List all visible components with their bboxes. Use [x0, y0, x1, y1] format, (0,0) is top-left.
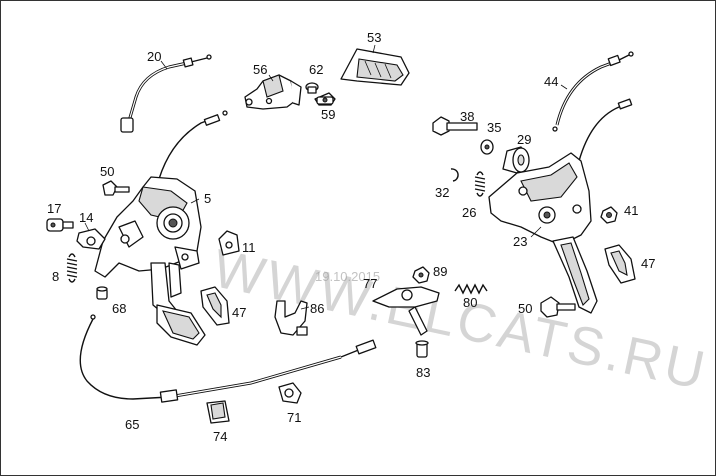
part-20-cable[interactable] [120, 54, 212, 133]
part-56-bracket[interactable] [244, 74, 302, 110]
label-50b: 50 [518, 301, 532, 316]
label-20: 20 [147, 49, 161, 64]
part-83-pin[interactable] [415, 340, 429, 358]
label-71: 71 [287, 410, 301, 425]
part-8-spring[interactable] [66, 253, 78, 283]
label-56: 56 [253, 62, 267, 77]
label-86: 86 [310, 301, 324, 316]
leader-20 [160, 60, 168, 70]
right-upper-cable [578, 100, 632, 162]
part-41-nut[interactable] [600, 206, 618, 224]
part-80-spring[interactable] [454, 283, 488, 295]
part-50-bolt-left[interactable] [102, 180, 130, 196]
label-26: 26 [462, 205, 476, 220]
leader-44 [560, 84, 568, 90]
label-23: 23 [513, 234, 527, 249]
label-74: 74 [213, 429, 227, 444]
part-44-cable[interactable] [552, 51, 634, 132]
pedal-upper-cable [158, 116, 218, 180]
part-71-clip[interactable] [278, 382, 302, 404]
label-38: 38 [460, 109, 474, 124]
label-17: 17 [47, 201, 61, 216]
leader-53 [372, 44, 376, 54]
part-53-pad[interactable] [340, 48, 410, 86]
part-62-screw[interactable] [305, 82, 319, 94]
label-8: 8 [52, 269, 59, 284]
date-stamp: 19.10.2015 [315, 269, 380, 284]
part-29-roller[interactable] [502, 146, 530, 174]
right-cable-fitting [617, 98, 633, 110]
part-35-washer[interactable] [480, 139, 494, 155]
label-77: 77 [363, 276, 377, 291]
label-62: 62 [309, 62, 323, 77]
part-86-bracket[interactable] [274, 300, 308, 336]
part-38-bolt[interactable] [432, 116, 478, 136]
label-68: 68 [112, 301, 126, 316]
label-44: 44 [544, 74, 558, 89]
label-89: 89 [433, 264, 447, 279]
label-65: 65 [125, 417, 139, 432]
leader-23 [530, 226, 542, 238]
label-50a: 50 [100, 164, 114, 179]
label-47b: 47 [641, 256, 655, 271]
part-17-switch[interactable] [46, 218, 74, 232]
label-35: 35 [487, 120, 501, 135]
part-74-holder[interactable] [206, 400, 230, 424]
part-5-pedal-assembly[interactable] [94, 176, 206, 346]
part-89-nut[interactable] [412, 266, 430, 284]
leader-86 [300, 306, 310, 310]
label-14: 14 [79, 210, 93, 225]
leader-56 [268, 74, 274, 82]
label-11: 11 [242, 240, 256, 255]
leader-5 [190, 198, 200, 204]
part-68-bushing[interactable] [96, 286, 108, 300]
leader-14 [84, 222, 90, 232]
label-83: 83 [416, 365, 430, 380]
part-77-lever[interactable] [372, 286, 440, 336]
part-47-pad-right[interactable] [604, 244, 636, 284]
part-32-clip[interactable] [450, 168, 459, 182]
label-5: 5 [204, 191, 211, 206]
label-47a: 47 [232, 305, 246, 320]
part-23-pedal-assembly[interactable] [488, 152, 598, 314]
label-53: 53 [367, 30, 381, 45]
label-59: 59 [321, 107, 335, 122]
label-29: 29 [517, 132, 531, 147]
part-47-pad-left[interactable] [200, 286, 230, 326]
label-80: 80 [463, 295, 477, 310]
label-32: 32 [435, 185, 449, 200]
label-41: 41 [624, 203, 638, 218]
part-14-clip[interactable] [76, 228, 106, 250]
cable-end-eye [222, 110, 228, 116]
part-26-spring[interactable] [474, 171, 486, 197]
part-65-cable[interactable] [79, 314, 377, 403]
cable-end-fitting [203, 114, 221, 126]
part-11-clip[interactable] [218, 230, 240, 256]
part-50-bolt-right[interactable] [540, 296, 576, 318]
part-59-bolt[interactable] [314, 92, 336, 106]
